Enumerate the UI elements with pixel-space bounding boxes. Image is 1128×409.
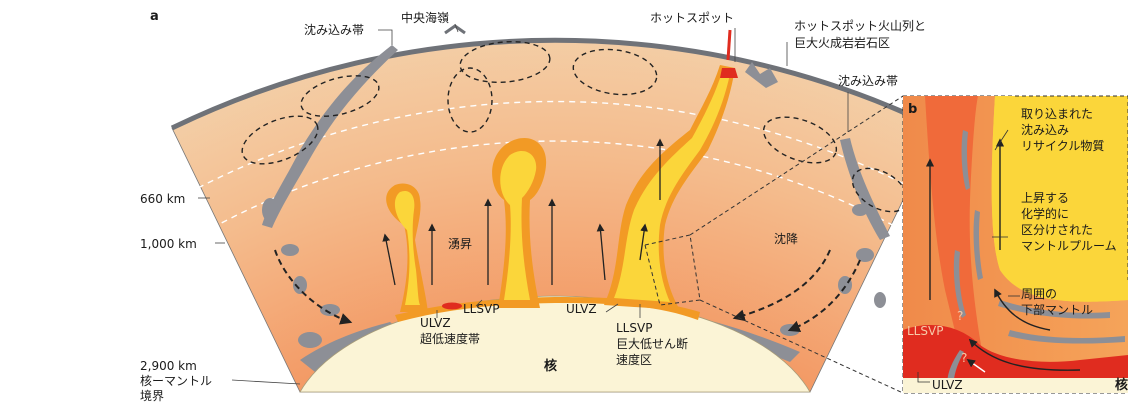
label-mid-ocean-ridge: 中央海嶺	[401, 10, 449, 25]
panel-b-letter: b	[908, 102, 917, 117]
label-b-plume-4: マントルプルーム	[1021, 239, 1117, 253]
ulvz-left	[442, 303, 462, 310]
label-subduction-left: 沈み込み帯	[304, 22, 364, 37]
label-upwelling: 湧昇	[448, 237, 472, 251]
label-b-ulvz: ULVZ	[932, 378, 963, 392]
label-cmb-1: 核ーマントル	[140, 374, 212, 388]
label-depth-1000: 1,000 km	[140, 237, 197, 251]
label-ulvz-left-jp: 超低速度帯	[420, 331, 480, 346]
panel-a: a	[140, 9, 938, 403]
label-ulvz-left: ULVZ	[420, 316, 451, 330]
label-b-question-1: ?	[957, 309, 963, 323]
panel-b: b 取り込まれた 沈み込み リサイクル物質 上昇する 化学的に 区分けされた マ…	[903, 96, 1128, 393]
label-llsvp-left: LLSVP	[463, 302, 499, 316]
label-core: 核	[544, 358, 557, 374]
label-b-core-cut: 核	[1115, 377, 1128, 393]
label-downwelling: 沈降	[774, 231, 798, 246]
label-b-plume-3: 区分けされた	[1021, 223, 1093, 237]
label-hotspot: ホットスポット	[650, 11, 734, 25]
label-llsvp-right: LLSVP	[616, 321, 652, 335]
hotspot-cap	[720, 68, 738, 78]
label-b-plume-2: 化学的に	[1021, 206, 1069, 221]
label-ulvz-right: ULVZ	[566, 302, 597, 316]
label-b-recycled-1: 取り込まれた	[1021, 107, 1093, 121]
label-b-recycled-3: リサイクル物質	[1021, 138, 1104, 153]
label-cmb-2: 境界	[140, 388, 164, 403]
label-b-lower-mantle-1: 周囲の	[1021, 287, 1057, 301]
label-b-recycled-2: 沈み込み	[1021, 122, 1069, 137]
label-b-question-2: ?	[961, 351, 967, 365]
label-b-llsvp: LLSVP	[907, 324, 943, 338]
label-hotspot-chain-2: 巨大火成岩岩石区	[794, 35, 890, 50]
label-b-plume-1: 上昇する	[1021, 191, 1069, 205]
label-b-lower-mantle-2: 下部マントル	[1021, 302, 1093, 317]
label-llsvp-right-jp1: 巨大低せん断	[616, 336, 688, 351]
ridge-notch	[445, 26, 465, 33]
label-depth-2900: 2,900 km	[140, 359, 197, 373]
label-subduction-right: 沈み込み帯	[838, 73, 898, 88]
label-depth-660: 660 km	[140, 192, 185, 206]
label-hotspot-chain-1: ホットスポット火山列と	[794, 19, 926, 33]
label-llsvp-right-jp2: 速度区	[616, 352, 652, 367]
panel-a-letter: a	[150, 9, 159, 24]
